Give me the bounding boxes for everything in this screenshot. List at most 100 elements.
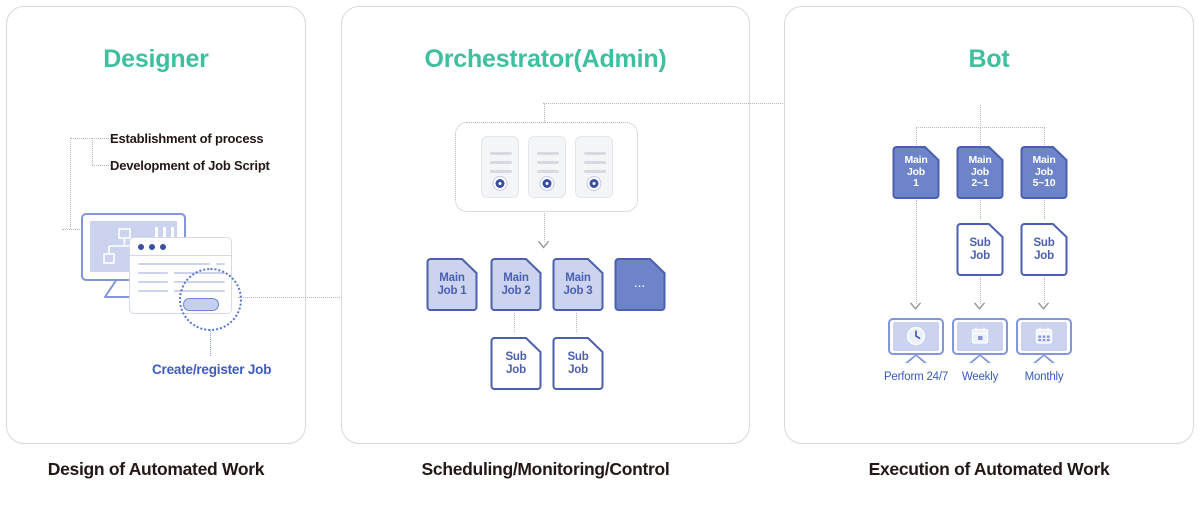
job-label: Main Job 3 xyxy=(563,271,593,297)
server-group-box xyxy=(455,122,638,212)
calendar-week-icon xyxy=(971,327,989,344)
server-line-3 xyxy=(490,170,512,173)
server-line-2 xyxy=(537,161,559,164)
job-label: ... xyxy=(634,278,646,290)
window-dot-1 xyxy=(138,244,144,250)
orchestrator-sub-job-1[interactable]: Sub Job xyxy=(490,337,542,390)
job-label: Sub Job xyxy=(969,236,991,262)
panel-bot: Bot Main Job 1 Main Job 2~1 Main Job 5~1… xyxy=(784,6,1194,444)
server-line-1 xyxy=(537,152,559,155)
monitor-bar-3 xyxy=(171,227,174,238)
server-status-dot xyxy=(542,179,552,188)
window-line-1 xyxy=(138,263,210,265)
bot-bus-stem xyxy=(980,105,981,128)
bot-link-sub1-monitor xyxy=(980,277,981,304)
bot-arrow-2 xyxy=(974,302,985,313)
server-2 xyxy=(528,136,566,198)
orchestrator-top-stem xyxy=(544,104,545,123)
bot-output-monitor-1 xyxy=(888,318,944,364)
server-status-dot xyxy=(589,179,599,188)
designer-bracket-vertical xyxy=(70,138,71,229)
bot-link-job2-sub1 xyxy=(980,200,981,219)
panel-orchestrator: Orchestrator(Admin) xyxy=(341,6,750,444)
orchestrator-down-stem xyxy=(544,213,545,242)
callout-stem xyxy=(210,329,211,356)
server-line-2 xyxy=(584,161,606,164)
orchestrator-sub-job-2[interactable]: Sub Job xyxy=(552,337,604,390)
server-3 xyxy=(575,136,613,198)
connector-orchestrator-to-bot xyxy=(543,103,979,104)
monitor-stand-inner xyxy=(1036,356,1052,363)
bot-main-job-3[interactable]: Main Job 5~10 xyxy=(1020,146,1068,199)
job-label: Main Job 2 xyxy=(501,271,531,297)
orchestrator-main-job-2[interactable]: Main Job 2 xyxy=(490,258,542,311)
window-dot-3 xyxy=(160,244,166,250)
bot-output-label-3: Monthly xyxy=(1024,371,1064,383)
orchestrator-main-job-more[interactable]: ... xyxy=(614,258,666,311)
window-line-6 xyxy=(138,290,168,292)
bot-output-monitor-2 xyxy=(952,318,1008,364)
panel-designer: Designer Establishment of process Develo… xyxy=(6,6,306,444)
bot-drop-3 xyxy=(1044,127,1045,147)
orchestrator-down-arrow xyxy=(538,240,549,251)
job-label: Sub Job xyxy=(505,350,527,376)
bot-arrow-3 xyxy=(1038,302,1049,313)
panel-orchestrator-title: Orchestrator(Admin) xyxy=(424,45,667,73)
bot-sub-job-2[interactable]: Sub Job xyxy=(1020,223,1068,276)
bot-output-monitor-3 xyxy=(1016,318,1072,364)
window-line-2 xyxy=(138,272,168,274)
clock-icon xyxy=(906,326,926,346)
designer-bracket-top xyxy=(70,138,92,139)
monitor-bar-1 xyxy=(155,227,158,238)
bot-arrow-1 xyxy=(910,302,921,313)
window-line-4 xyxy=(138,281,168,283)
caption-bot: Execution of Automated Work xyxy=(868,459,1110,479)
monitor-stand-inner xyxy=(972,356,988,363)
server-line-1 xyxy=(490,152,512,155)
monitor-bar-2 xyxy=(163,227,166,238)
bot-link-job1-monitor xyxy=(916,200,917,304)
job-label: Sub Job xyxy=(1033,236,1055,262)
calendar-month-icon xyxy=(1035,327,1053,344)
connector-designer-to-orchestrator xyxy=(238,297,408,298)
designer-bullet-stem xyxy=(92,138,93,165)
job-label: Sub Job xyxy=(567,350,589,376)
panel-designer-title: Designer xyxy=(103,45,209,73)
panel-bot-title: Bot xyxy=(968,45,1010,73)
server-line-3 xyxy=(584,170,606,173)
window-titlebar xyxy=(130,238,231,256)
bot-link-job3-sub2 xyxy=(1044,200,1045,219)
bot-output-label-2: Weekly xyxy=(961,371,999,383)
job-label: Main Job 2~1 xyxy=(968,153,992,190)
designer-bullet-2: Development of Job Script xyxy=(110,158,270,173)
server-status-dot xyxy=(495,179,505,188)
bot-output-label-1: Perform 24/7 xyxy=(883,371,949,383)
job-label: Main Job 5~10 xyxy=(1032,153,1056,190)
server-line-1 xyxy=(584,152,606,155)
orchestrator-link-main2-sub1 xyxy=(514,313,515,332)
designer-bracket-bottom xyxy=(62,229,92,230)
caption-designer: Design of Automated Work xyxy=(47,459,265,479)
monitor-stand-inner xyxy=(908,356,924,363)
caption-orchestrator: Scheduling/Monitoring/Control xyxy=(421,459,670,479)
orchestrator-main-job-3[interactable]: Main Job 3 xyxy=(552,258,604,311)
designer-bullet-lead-2 xyxy=(92,165,113,166)
bot-drop-1 xyxy=(916,127,917,147)
window-line-accent xyxy=(216,263,225,265)
designer-bullet-1: Establishment of process xyxy=(110,131,264,146)
bot-sub-job-1[interactable]: Sub Job xyxy=(956,223,1004,276)
server-1 xyxy=(481,136,519,198)
bot-main-job-2[interactable]: Main Job 2~1 xyxy=(956,146,1004,199)
designer-bullet-lead-1 xyxy=(92,138,113,139)
window-dot-2 xyxy=(149,244,155,250)
create-register-job-label: Create/register Job xyxy=(152,362,272,377)
orchestrator-main-job-1[interactable]: Main Job 1 xyxy=(426,258,478,311)
job-label: Main Job 1 xyxy=(437,271,467,297)
bot-main-job-1[interactable]: Main Job 1 xyxy=(892,146,940,199)
orchestrator-link-main3-sub2 xyxy=(576,313,577,332)
bot-link-sub2-monitor xyxy=(1044,277,1045,304)
job-label: Main Job 1 xyxy=(904,153,928,190)
bot-drop-2 xyxy=(980,127,981,147)
server-line-3 xyxy=(537,170,559,173)
